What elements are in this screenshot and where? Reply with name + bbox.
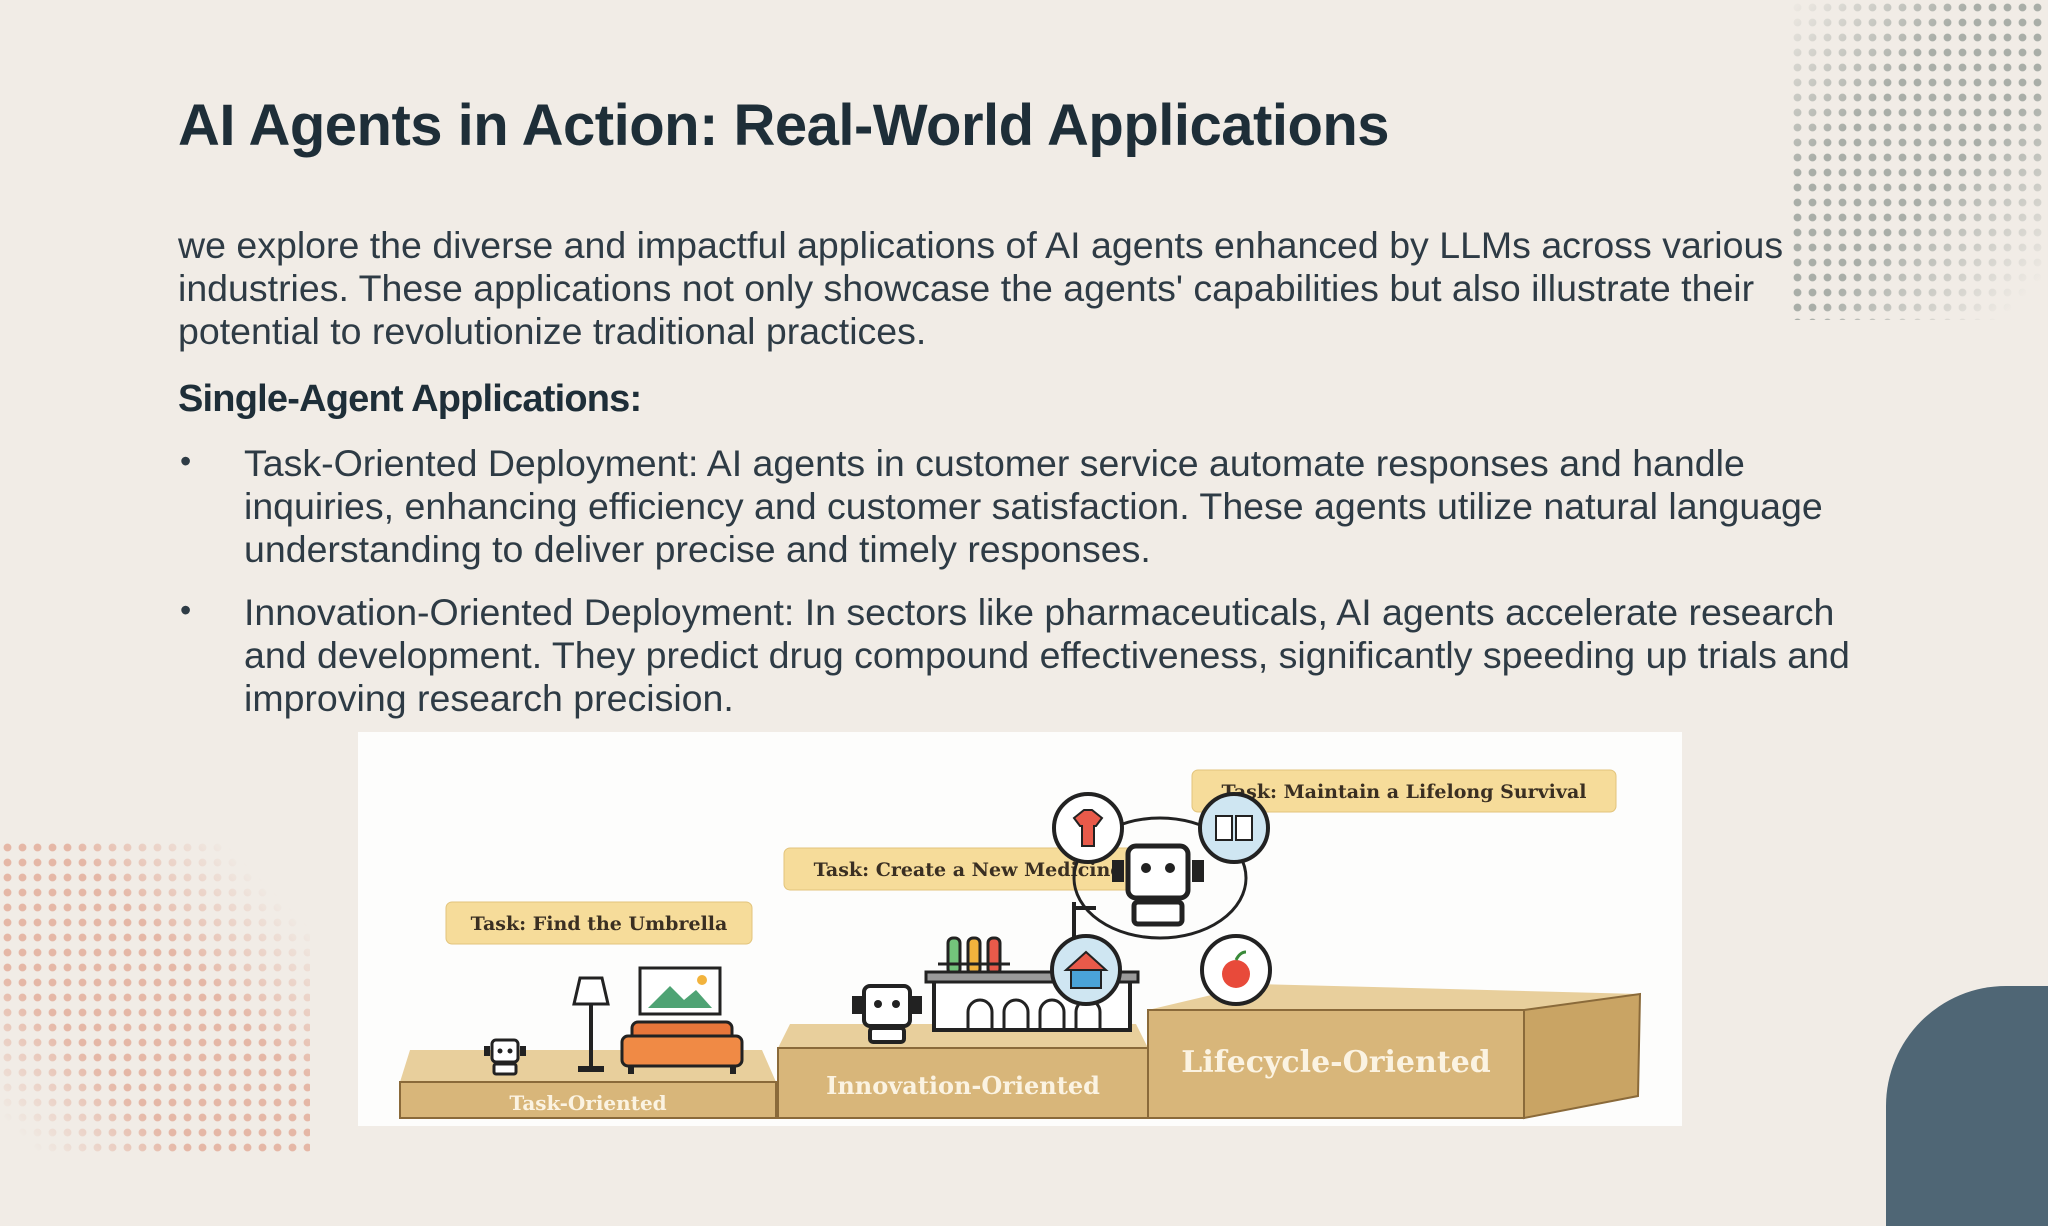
bullet-marker: • xyxy=(180,592,192,628)
sofa-icon xyxy=(620,1020,744,1074)
bullet-text: Task-Oriented Deployment: AI agents in c… xyxy=(244,442,1823,570)
task-label-text: Task: Create a New Medicine xyxy=(814,859,1123,881)
task-label-lifelong-survival: Task: Maintain a Lifelong Survival xyxy=(1191,769,1617,813)
house-icon xyxy=(1050,934,1122,1006)
task-label-text: Task: Find the Umbrella xyxy=(471,913,728,935)
bullet-marker: • xyxy=(180,443,192,479)
book-icon xyxy=(1198,792,1270,864)
task-label-text: Task: Maintain a Lifelong Survival xyxy=(1222,781,1587,803)
agent-deployment-illustration: Task-Oriented Innovation-Oriented Lifecy… xyxy=(358,732,1682,1126)
robot-icon xyxy=(852,984,922,1044)
robot-icon xyxy=(1112,843,1204,927)
bullet-item: • Innovation-Oriented Deployment: In sec… xyxy=(178,591,1898,720)
lifecycle-ring xyxy=(1072,816,1248,940)
decorative-dot-pattern-bottom-left xyxy=(0,840,310,1152)
platform-label-lifecycle-oriented: Lifecycle-Oriented xyxy=(1181,1045,1491,1080)
slide-title: AI Agents in Action: Real-World Applicat… xyxy=(178,93,1390,158)
decorative-shape-bottom-right xyxy=(1886,986,2048,1226)
apple-icon xyxy=(1200,934,1272,1006)
robot-icon xyxy=(484,1038,526,1076)
intro-paragraph: we explore the diverse and impactful app… xyxy=(178,224,1784,352)
platform-lifecycle-oriented: Lifecycle-Oriented xyxy=(1147,984,1642,1120)
bullet-item: • Task-Oriented Deployment: AI agents in… xyxy=(178,442,1898,571)
platform-label-innovation-oriented: Innovation-Oriented xyxy=(826,1071,1100,1100)
floor-lamp-icon xyxy=(572,976,610,1072)
section-subheading: Single-Agent Applications: xyxy=(178,378,642,420)
picture-frame-icon xyxy=(638,966,722,1016)
clothing-icon xyxy=(1052,792,1124,864)
test-tubes-icon xyxy=(938,936,1010,976)
platform-label-task-oriented: Task-Oriented xyxy=(509,1091,666,1115)
platform-innovation-oriented: Innovation-Oriented xyxy=(777,1024,1149,1119)
decorative-dot-pattern-top-right xyxy=(1790,0,2048,320)
bullet-text: Innovation-Oriented Deployment: In secto… xyxy=(244,591,1850,719)
bullet-list: • Task-Oriented Deployment: AI agents in… xyxy=(178,442,1898,740)
task-label-find-umbrella: Task: Find the Umbrella xyxy=(445,901,753,945)
